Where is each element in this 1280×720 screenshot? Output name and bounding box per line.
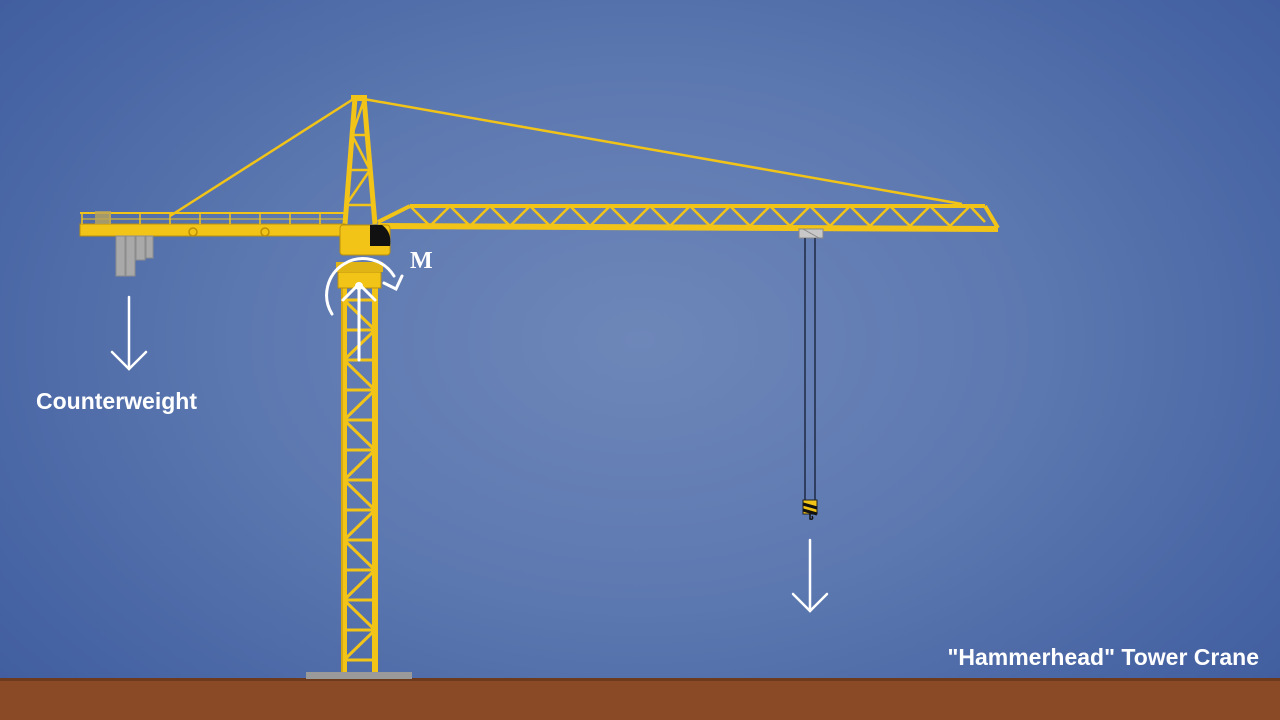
diagram-title: "Hammerhead" Tower Crane [947,644,1259,670]
hoist-cable [804,238,816,502]
tower-base-plate [306,672,412,679]
moment-label: M [410,248,433,274]
tower-head [342,95,378,225]
operator-cab [339,224,391,256]
reaction-force-arrow [341,281,377,362]
moment-arrow [325,257,404,316]
counterweight-force-arrow [110,295,148,371]
load-force-arrow [791,538,829,613]
counterweight-blocks [115,235,154,277]
trolley [798,228,824,239]
slewing-ring [336,262,383,272]
main-jib [377,204,1000,232]
counterweight-label: Counterweight [36,388,197,414]
hook-block [802,499,818,520]
counter-jib [79,211,346,237]
ground-edge [0,678,1280,681]
ground [0,680,1280,720]
pendant-cables [169,96,963,218]
tower-mast [341,286,378,672]
